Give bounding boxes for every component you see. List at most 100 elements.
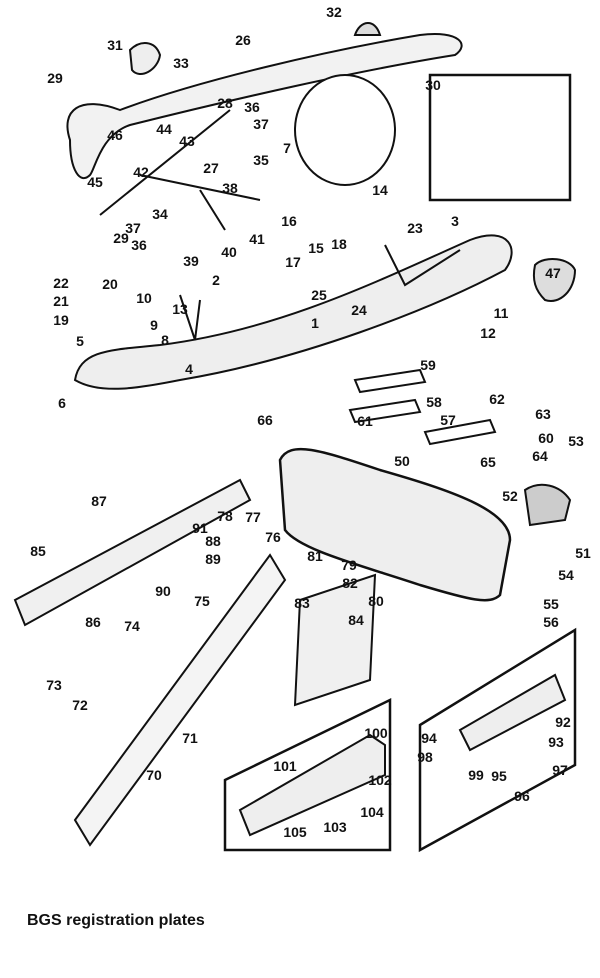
part-number-callout: 46 [107,127,123,143]
part-number-callout: 83 [294,595,310,611]
part-number-callout: 45 [87,174,103,190]
part-number-callout: 51 [575,545,591,561]
part-number-callout: 77 [245,509,261,525]
part-number-callout: 82 [342,575,358,591]
part-number-callout: 25 [311,287,327,303]
part-number-callout: 36 [244,99,260,115]
fixings-circle [294,74,396,186]
part-number-callout: 35 [253,152,269,168]
part-number-callout: 17 [285,254,301,270]
part-number-callout: 59 [420,357,436,373]
part-number-callout: 20 [102,276,118,292]
part-number-callout: 44 [156,121,172,137]
part-number-callout: 39 [183,253,199,269]
part-number-callout: 66 [257,412,273,428]
part-number-callout: 38 [222,180,238,196]
part-number-callout: 29 [47,70,63,86]
part-number-callout: 31 [107,37,123,53]
part-number-callout: 88 [205,533,221,549]
plate-84 [293,573,377,707]
part-number-callout: 2 [212,272,220,288]
part-number-callout: 53 [568,433,584,449]
part-number-callout: 43 [179,133,195,149]
part-number-callout: 100 [364,725,388,741]
part-number-callout: 54 [558,567,574,583]
part-number-callout: 72 [72,697,88,713]
part-number-callout: 78 [217,508,233,524]
part-number-callout: 105 [283,824,307,840]
part-number-callout: 57 [440,412,456,428]
part-number-callout: 37 [125,220,141,236]
part-number-callout: 98 [417,749,433,765]
part-number-callout: 63 [535,406,551,422]
part-number-callout: 55 [543,596,559,612]
part-number-callout: 34 [152,206,168,222]
badge-52 [523,483,572,527]
part-number-callout: 50 [394,453,410,469]
part-number-callout: 79 [341,557,357,573]
part-number-callout: 3 [451,213,459,229]
part-number-callout: 16 [281,213,297,229]
plate-70 [73,553,287,847]
part-number-callout: 52 [502,488,518,504]
part-number-callout: 22 [53,275,69,291]
part-number-callout: 73 [46,677,62,693]
part-number-callout: 58 [426,394,442,410]
part-number-callout: 92 [555,714,571,730]
part-number-callout: 93 [548,734,564,750]
part-number-callout: 4 [185,361,193,377]
part-number-callout: 32 [326,4,342,20]
rear-bumper-bar [66,33,463,179]
part-number-callout: 6 [58,395,66,411]
part-number-callout: 9 [150,317,158,333]
part-number-callout: 64 [532,448,548,464]
part-number-callout: 70 [146,767,162,783]
part-number-callout: 61 [357,413,373,429]
part-number-callout: 36 [131,237,147,253]
part-number-callout: 103 [323,819,347,835]
radiator-grille [278,447,512,602]
part-number-callout: 62 [489,391,505,407]
part-number-callout: 97 [552,762,568,778]
part-number-callout: 26 [235,32,251,48]
part-number-callout: 15 [308,240,324,256]
fixings-inset-box [428,73,572,202]
part-number-callout: 71 [182,730,198,746]
part-number-callout: 99 [468,767,484,783]
part-number-callout: 24 [351,302,367,318]
part-number-callout: 65 [480,454,496,470]
part-number-callout: 7 [283,140,291,156]
part-number-callout: 87 [91,493,107,509]
part-number-callout: 74 [124,618,140,634]
part-number-callout: 89 [205,551,221,567]
part-number-callout: 37 [253,116,269,132]
part-number-callout: 13 [172,301,188,317]
grille-strip-59 [353,368,427,394]
part-number-callout: 1 [311,315,319,331]
part-number-callout: 14 [372,182,388,198]
overrider-31 [128,42,162,75]
part-number-callout: 60 [538,430,554,446]
part-number-callout: 27 [203,160,219,176]
part-number-callout: 102 [368,772,392,788]
part-number-callout: 18 [331,236,347,252]
front-bumper-bar [73,234,513,390]
part-number-callout: 21 [53,293,69,309]
part-number-callout: 76 [265,529,281,545]
part-number-callout: 85 [30,543,46,559]
part-number-callout: 8 [161,332,169,348]
part-number-callout: 104 [360,804,384,820]
grille-strip-58 [348,398,422,424]
plate-85 [13,478,252,627]
part-number-callout: 75 [194,593,210,609]
part-number-callout: 10 [136,290,152,306]
part-number-callout: 94 [421,730,437,746]
part-number-callout: 23 [407,220,423,236]
part-number-callout: 86 [85,614,101,630]
part-number-callout: 40 [221,244,237,260]
part-number-callout: 96 [514,788,530,804]
part-number-callout: 33 [173,55,189,71]
part-number-callout: 30 [425,77,441,93]
